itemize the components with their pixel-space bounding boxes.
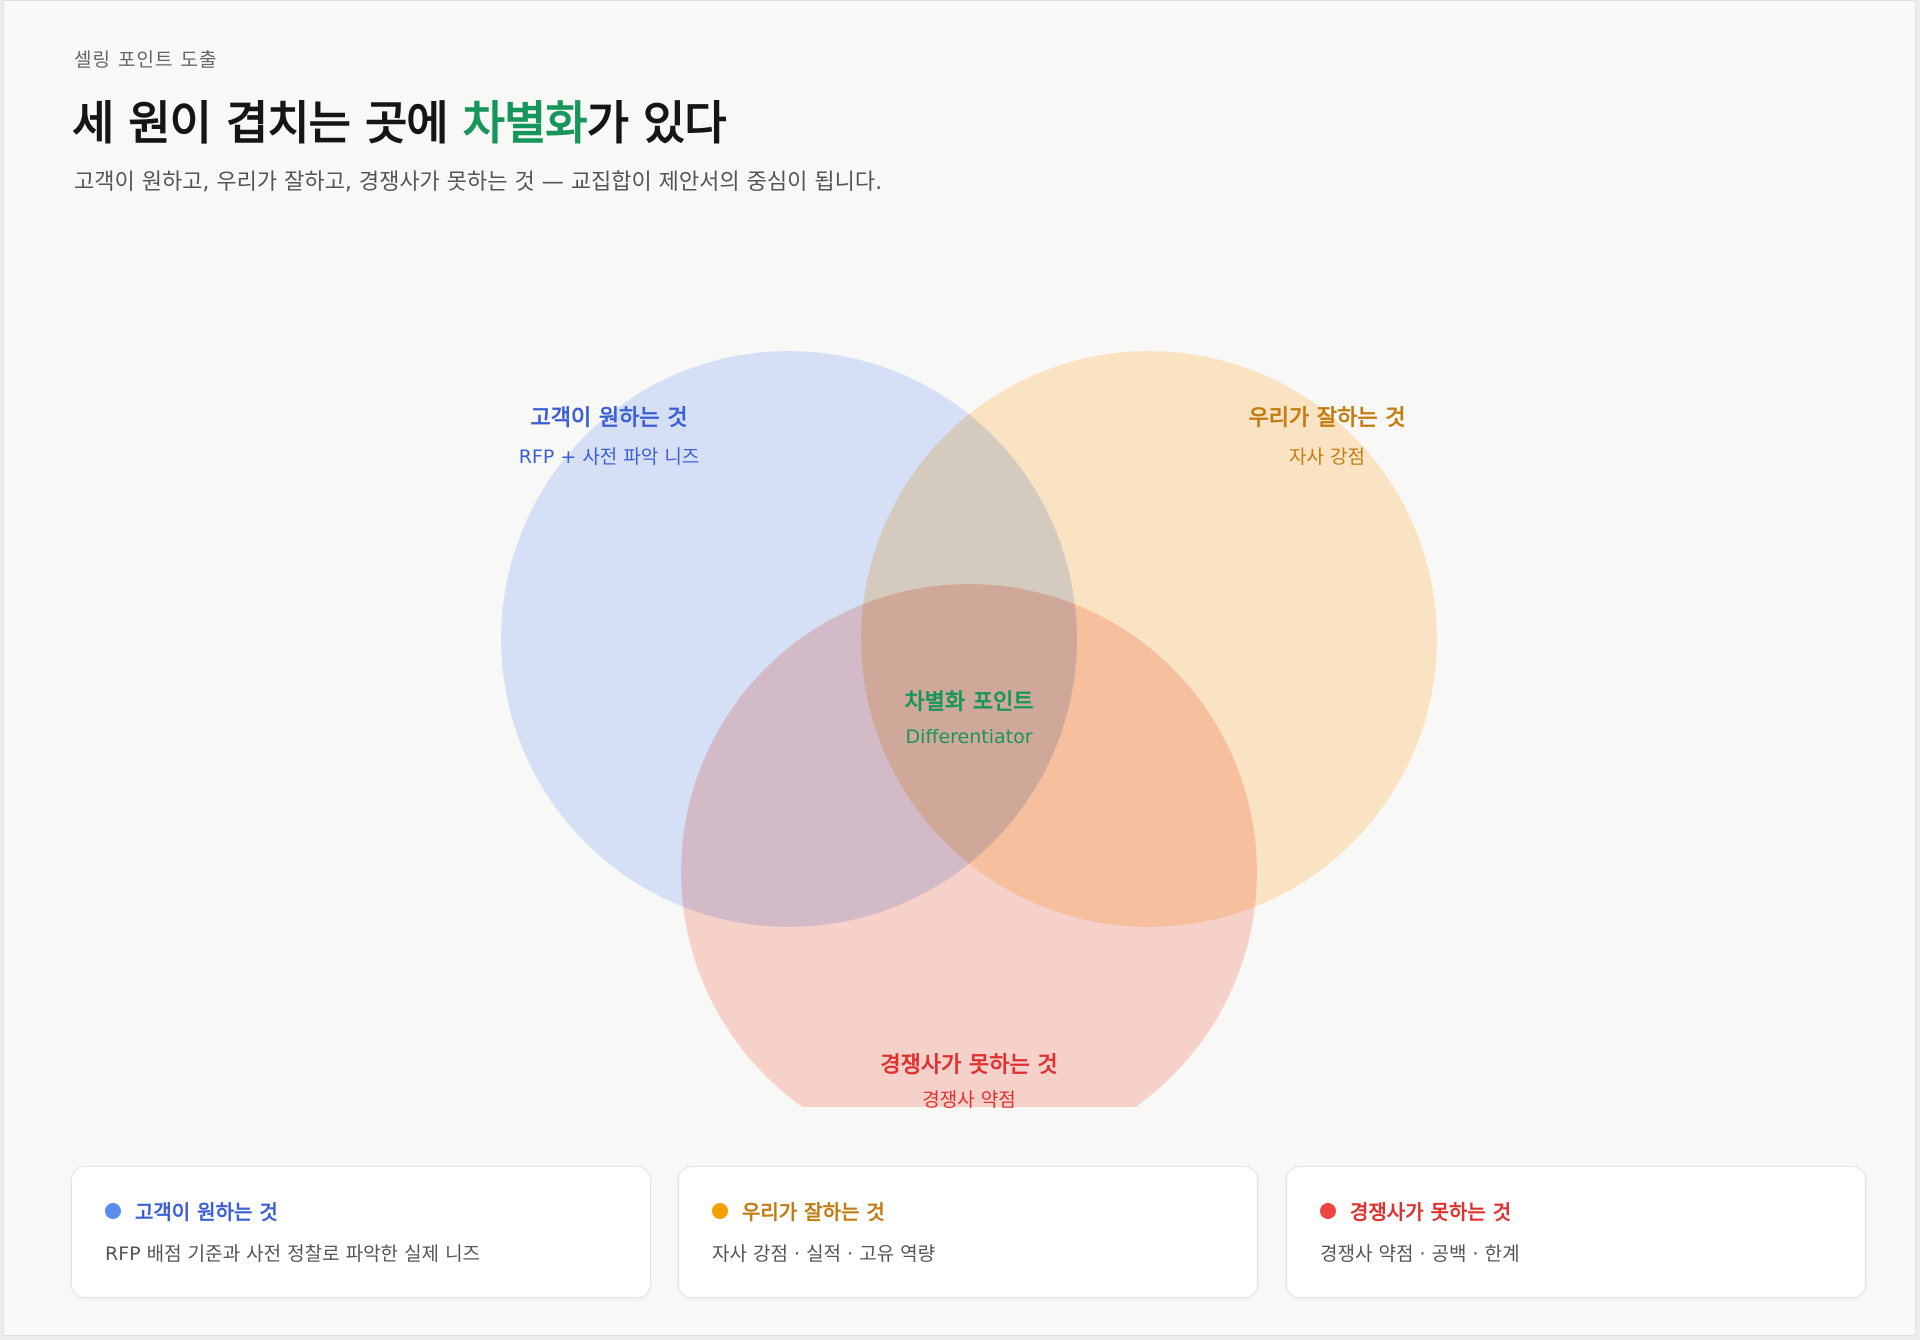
title-highlight: 차별화: [462, 96, 588, 150]
subtitle: 고객이 원하고, 우리가 잘하고, 경쟁사가 못하는 것 — 교집합이 제안서의…: [74, 170, 883, 195]
red-dot-icon: [1320, 1202, 1336, 1219]
card-title: 고객이 원하는 것: [135, 1200, 278, 1224]
card-competitor: 경쟁사가 못하는 것 경쟁사 약점 · 공백 · 한계: [1286, 1166, 1866, 1298]
card-customer: 고객이 원하는 것 RFP 배점 기준과 사전 정찰로 파악한 실제 니즈: [71, 1166, 651, 1298]
card-title: 경쟁사가 못하는 것: [1350, 1200, 1512, 1224]
title-pre: 세 원이 겹치는 곳에: [72, 96, 463, 150]
card-ours: 우리가 잘하는 것 자사 강점 · 실적 · 고유 역량: [678, 1166, 1258, 1298]
label-ours-title: 우리가 잘하는 것: [1248, 406, 1406, 431]
page-title: 세 원이 겹치는 곳에 차별화가 있다: [72, 87, 727, 153]
label-center: 차별화 포인트 Differentiator: [904, 684, 1033, 748]
label-competitor-title: 경쟁사가 못하는 것: [880, 1053, 1058, 1078]
label-customer: 고객이 원하는 것 RFP + 사전 파악 니즈: [519, 400, 700, 469]
eyebrow: 셀링 포인트 도출: [74, 49, 218, 71]
label-customer-title: 고객이 원하는 것: [530, 406, 688, 431]
title-post: 가 있다: [586, 96, 727, 150]
card-desc: 자사 강점 · 실적 · 고유 역량: [712, 1243, 936, 1265]
label-customer-sub: RFP + 사전 파악 니즈: [518, 446, 700, 468]
label-center-sub: Differentiator: [905, 726, 1033, 748]
orange-dot-icon: [712, 1202, 728, 1219]
label-competitor: 경쟁사가 못하는 것 경쟁사 약점: [880, 1047, 1057, 1112]
label-competitor-sub: 경쟁사 약점: [922, 1089, 1016, 1111]
blue-dot-icon: [105, 1202, 121, 1219]
card-desc: RFP 배점 기준과 사전 정찰로 파악한 실제 니즈: [105, 1243, 481, 1265]
circle-competitor: [681, 584, 1257, 1107]
label-ours: 우리가 잘하는 것 자사 강점: [1249, 400, 1406, 469]
label-center-title: 차별화 포인트: [904, 690, 1034, 715]
label-ours-sub: 자사 강점: [1289, 446, 1365, 468]
card-title: 우리가 잘하는 것: [742, 1200, 885, 1224]
card-desc: 경쟁사 약점 · 공백 · 한계: [1320, 1243, 1520, 1265]
